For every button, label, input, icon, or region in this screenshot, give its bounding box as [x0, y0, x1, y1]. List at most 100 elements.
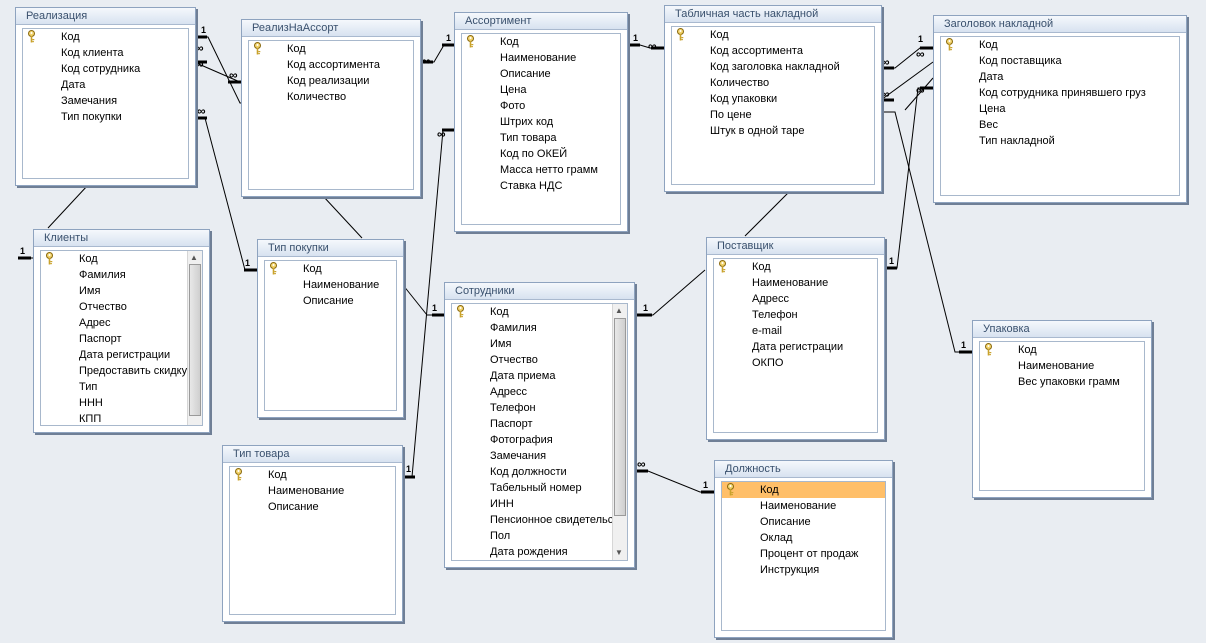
field-item[interactable]: Предоставить скидку [41, 363, 202, 379]
field-item[interactable]: Телефон [714, 307, 877, 323]
field-item[interactable]: Паспорт [41, 331, 202, 347]
field-item[interactable]: Количество [672, 75, 874, 91]
field-item[interactable]: Фотография [452, 432, 627, 448]
field-item[interactable]: Паспорт [452, 416, 627, 432]
field-item[interactable]: Код ассортимента [249, 57, 413, 73]
table-title[interactable]: РеализНаАссорт [242, 20, 420, 37]
field-item[interactable]: Тип товара [462, 130, 620, 146]
field-item[interactable]: Наименование [714, 275, 877, 291]
field-item[interactable]: Адресс [452, 384, 627, 400]
field-item[interactable]: Код заголовка накладной [672, 59, 874, 75]
field-item[interactable]: Описание [462, 66, 620, 82]
field-item[interactable]: Тип накладной [941, 133, 1179, 149]
field-item[interactable]: Цена [941, 101, 1179, 117]
field-item[interactable]: Фамилия [452, 320, 627, 336]
field-item[interactable]: Код по ОКЕЙ [462, 146, 620, 162]
field-item[interactable]: e-mail [714, 323, 877, 339]
scrollbar-thumb[interactable] [189, 264, 201, 416]
field-item[interactable]: Дата рождения [452, 544, 627, 560]
field-item[interactable]: Отчество [452, 352, 627, 368]
primary-key-field[interactable]: Код [462, 34, 620, 50]
field-item[interactable]: Адрес [41, 315, 202, 331]
field-item[interactable]: Штук в одной таре [672, 123, 874, 139]
field-item[interactable]: Наименование [230, 483, 395, 499]
field-item[interactable]: Код ассортимента [672, 43, 874, 59]
field-item[interactable]: КПП [41, 411, 202, 425]
field-item[interactable]: Процент от продаж [722, 546, 885, 562]
primary-key-field[interactable]: Код [722, 482, 885, 498]
primary-key-field[interactable]: Код [23, 29, 188, 45]
field-item[interactable]: По цене [672, 107, 874, 123]
field-item[interactable]: ИНН [452, 496, 627, 512]
field-item[interactable]: Замечания [23, 93, 188, 109]
field-item[interactable]: Код сотрудника принявшего груз [941, 85, 1179, 101]
table-title[interactable]: Ассортимент [455, 13, 627, 30]
field-item[interactable]: Код сотрудника [23, 61, 188, 77]
vertical-scrollbar[interactable]: ▲ [187, 251, 202, 425]
primary-key-field[interactable]: Код [41, 251, 202, 267]
scrollbar-thumb[interactable] [614, 318, 626, 516]
primary-key-field[interactable]: Код [249, 41, 413, 57]
field-item[interactable]: Имя [452, 336, 627, 352]
field-item[interactable]: Штрих код [462, 114, 620, 130]
field-item[interactable]: ННН [41, 395, 202, 411]
field-item[interactable]: Отчество [41, 299, 202, 315]
field-item[interactable]: Дата [941, 69, 1179, 85]
field-item[interactable]: Дата регистрации [41, 347, 202, 363]
primary-key-field[interactable]: Код [265, 261, 396, 277]
primary-key-field[interactable]: Код [672, 27, 874, 43]
table-title[interactable]: Должность [715, 461, 892, 478]
field-item[interactable]: Дата [23, 77, 188, 93]
table-title[interactable]: Тип покупки [258, 240, 403, 257]
table-title[interactable]: Поставщик [707, 238, 884, 255]
field-item[interactable]: Фамилия [41, 267, 202, 283]
field-item[interactable]: Наименование [265, 277, 396, 293]
table-title[interactable]: Табличная часть накладной [665, 6, 881, 23]
field-item[interactable]: Тип [41, 379, 202, 395]
table-title[interactable]: Упаковка [973, 321, 1151, 338]
field-item[interactable]: Фото [462, 98, 620, 114]
field-item[interactable]: Ставка НДС [462, 178, 620, 194]
field-item[interactable]: Описание [230, 499, 395, 515]
field-item[interactable]: Код реализации [249, 73, 413, 89]
field-item[interactable]: Количество [249, 89, 413, 105]
field-item[interactable]: Пенсионное свидетельс [452, 512, 627, 528]
field-item[interactable]: Код клиента [23, 45, 188, 61]
field-item[interactable]: Вес упаковки грамм [980, 374, 1144, 390]
field-item[interactable]: Адресс [714, 291, 877, 307]
scroll-up-arrow-icon[interactable]: ▲ [615, 306, 623, 315]
field-item[interactable]: Телефон [452, 400, 627, 416]
field-item[interactable]: Инструкция [722, 562, 885, 578]
field-item[interactable]: Оклад [722, 530, 885, 546]
vertical-scrollbar[interactable]: ▲ ▼ [612, 304, 627, 560]
field-item[interactable]: Описание [265, 293, 396, 309]
field-item[interactable]: Тип покупки [23, 109, 188, 125]
field-item[interactable]: Наименование [980, 358, 1144, 374]
field-item[interactable]: Имя [41, 283, 202, 299]
table-title[interactable]: Заголовок накладной [934, 16, 1186, 33]
field-item[interactable]: Описание [722, 514, 885, 530]
field-item[interactable]: Код должности [452, 464, 627, 480]
table-title[interactable]: Тип товара [223, 446, 402, 463]
primary-key-field[interactable]: Код [230, 467, 395, 483]
field-item[interactable]: Масса нетто грамм [462, 162, 620, 178]
